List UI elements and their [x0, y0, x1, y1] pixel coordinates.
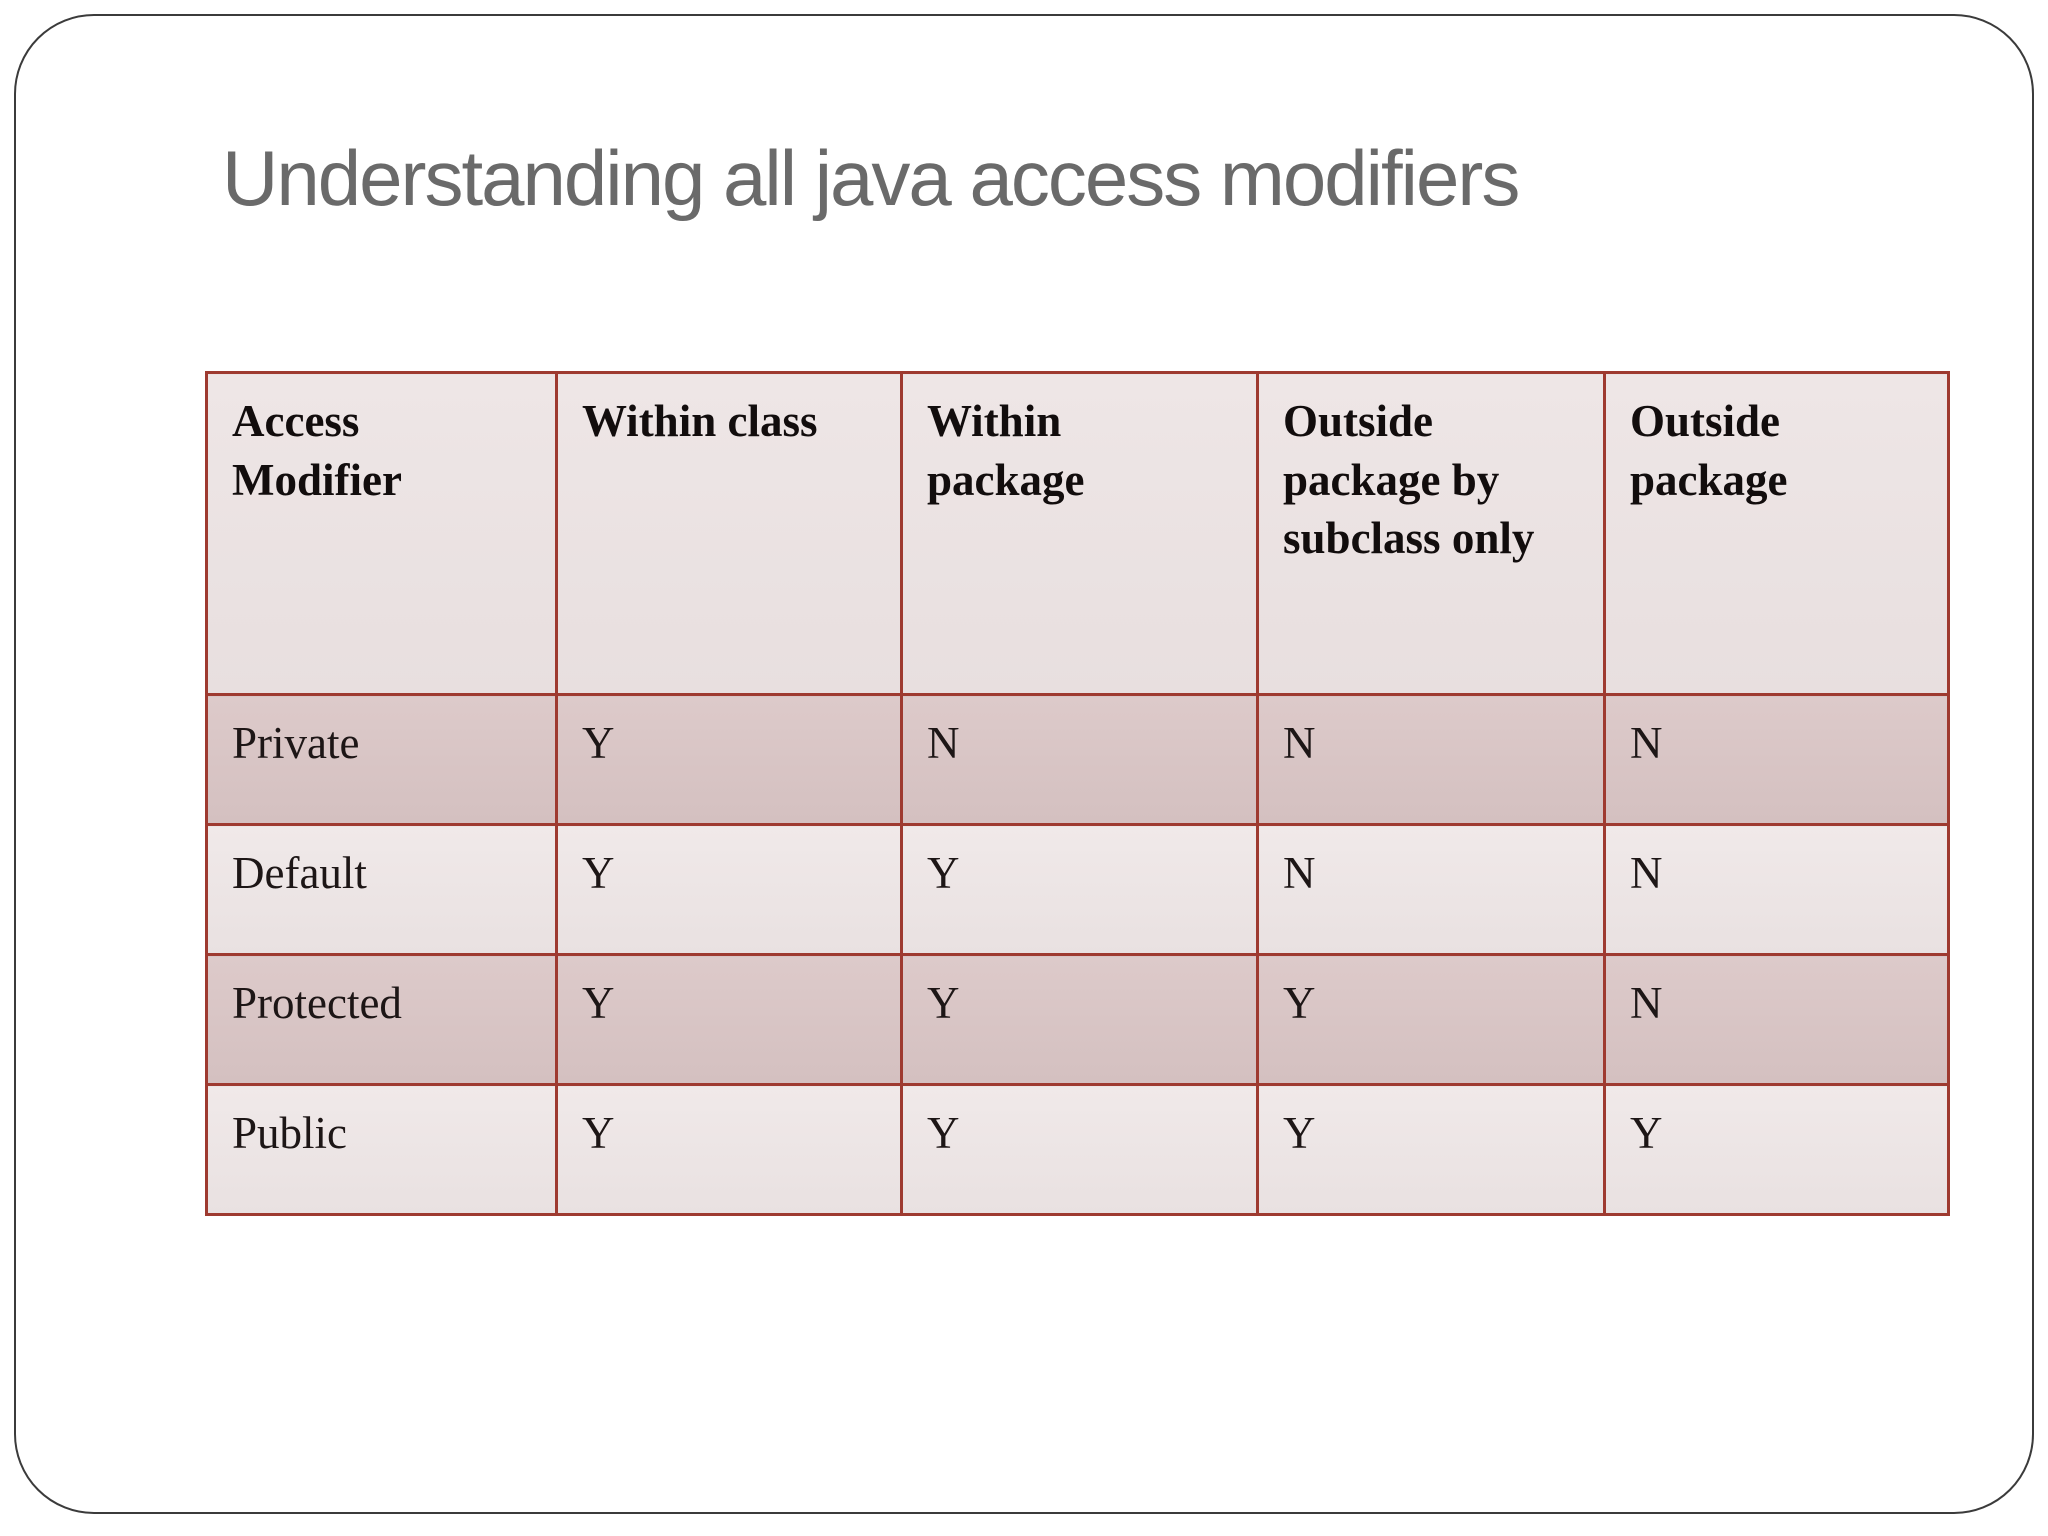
table-value-cell: Y: [555, 823, 903, 956]
table-value-cell: N: [1256, 693, 1606, 826]
access-modifier-table: Access Modifier Within class Within pack…: [205, 371, 1950, 1216]
column-header-within-package: Within package: [900, 371, 1259, 696]
table-value-cell: Y: [555, 693, 903, 826]
table-value-cell: Y: [555, 1083, 903, 1216]
row-label-cell: Protected: [205, 953, 558, 1086]
row-label-cell: Private: [205, 693, 558, 826]
table-value-cell: Y: [900, 823, 1259, 956]
column-header-within-class: Within class: [555, 371, 903, 696]
table-row-default: Default Y Y N N: [205, 823, 1950, 956]
table-value-cell: Y: [900, 953, 1259, 1086]
column-header-outside-package-by-subclass: Outside package by subclass only: [1256, 371, 1606, 696]
table-value-cell: Y: [900, 1083, 1259, 1216]
table-row-public: Public Y Y Y Y: [205, 1083, 1950, 1216]
table-value-cell: N: [900, 693, 1259, 826]
column-header-access-modifier: Access Modifier: [205, 371, 558, 696]
table-value-cell: N: [1603, 953, 1950, 1086]
table-value-cell: N: [1603, 693, 1950, 826]
table-header-row: Access Modifier Within class Within pack…: [205, 371, 1950, 696]
table-value-cell: Y: [1256, 953, 1606, 1086]
table-value-cell: N: [1603, 823, 1950, 956]
table-value-cell: N: [1256, 823, 1606, 956]
row-label-cell: Default: [205, 823, 558, 956]
table-value-cell: Y: [555, 953, 903, 1086]
column-header-outside-package: Outside package: [1603, 371, 1950, 696]
slide-title: Understanding all java access modifiers: [222, 134, 1520, 223]
table-value-cell: Y: [1603, 1083, 1950, 1216]
table-row-protected: Protected Y Y Y N: [205, 953, 1950, 1086]
row-label-cell: Public: [205, 1083, 558, 1216]
table-row-private: Private Y N N N: [205, 693, 1950, 826]
table-value-cell: Y: [1256, 1083, 1606, 1216]
